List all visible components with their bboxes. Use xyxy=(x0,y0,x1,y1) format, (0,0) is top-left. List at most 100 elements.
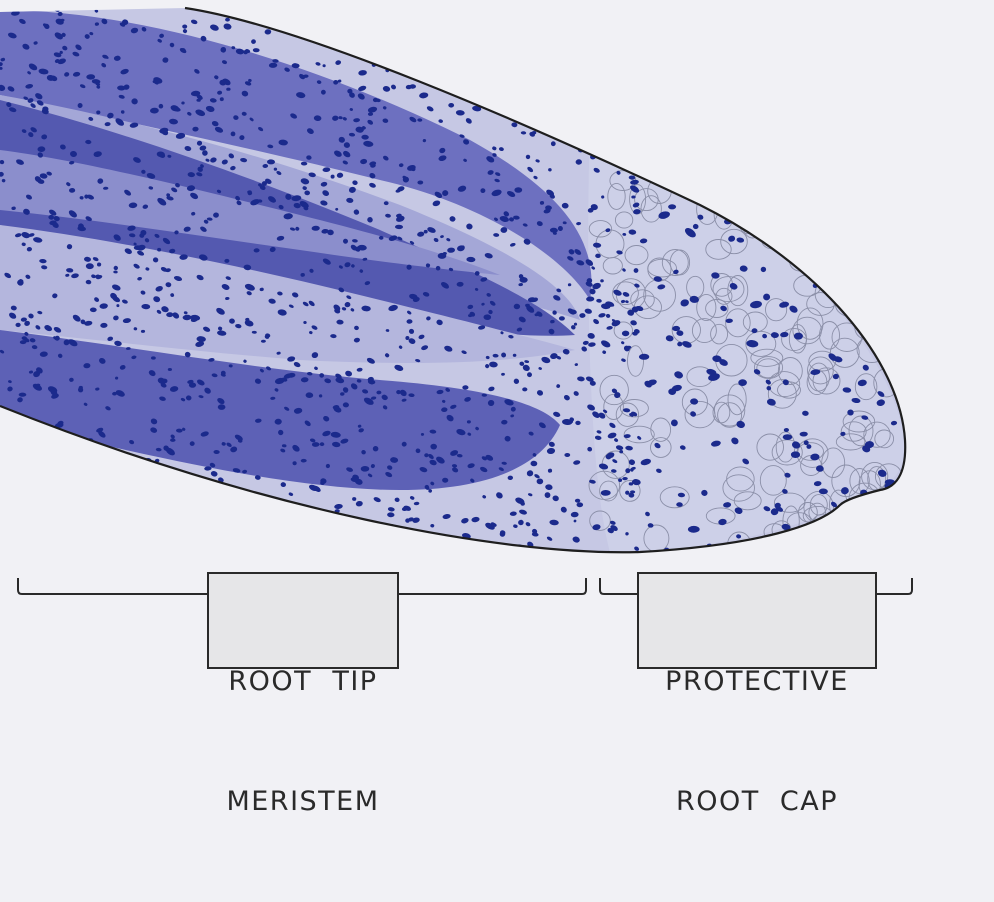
nucleus xyxy=(525,40,532,47)
nucleus xyxy=(100,460,109,467)
nucleus xyxy=(298,549,303,554)
nucleus xyxy=(535,122,539,126)
nucleus xyxy=(608,125,617,131)
meristem-label: ROOT TIP MERISTEM xyxy=(207,572,399,669)
nucleus xyxy=(846,255,852,261)
nucleus xyxy=(892,157,899,164)
nucleus xyxy=(308,0,316,7)
nucleus xyxy=(801,236,806,241)
nucleus xyxy=(364,23,371,30)
nucleus xyxy=(218,540,223,544)
nucleus xyxy=(545,29,554,37)
cap-cell xyxy=(815,214,836,241)
nucleus xyxy=(754,170,762,176)
nucleus xyxy=(635,25,642,31)
nucleus xyxy=(864,53,871,59)
nucleus xyxy=(805,128,811,133)
nucleus xyxy=(525,50,534,58)
cap-cell xyxy=(874,177,902,203)
nucleus xyxy=(233,554,244,565)
nucleus xyxy=(474,85,482,92)
nucleus xyxy=(799,71,812,82)
cap-cell xyxy=(853,208,874,239)
cap-cell xyxy=(835,292,867,317)
nucleus xyxy=(267,550,272,555)
diagram-canvas: ROOT TIP MERISTEM PROTECTIVE ROOT CAP xyxy=(0,0,994,676)
nucleus xyxy=(41,477,47,481)
nucleus xyxy=(738,379,747,386)
nucleus xyxy=(279,0,284,4)
nucleus xyxy=(587,36,592,40)
nucleus xyxy=(189,493,195,498)
nucleus xyxy=(859,512,870,522)
nucleus xyxy=(305,541,309,544)
nucleus xyxy=(15,506,21,511)
nucleus xyxy=(556,47,565,55)
nucleus xyxy=(391,0,400,4)
nucleus xyxy=(485,51,491,57)
nucleus xyxy=(741,49,750,54)
nucleus xyxy=(581,33,592,43)
nucleus xyxy=(139,488,149,496)
nucleus xyxy=(584,87,592,94)
nucleus xyxy=(416,25,422,30)
nucleus xyxy=(847,87,856,93)
cap-cell xyxy=(762,231,781,249)
nucleus xyxy=(885,336,894,344)
nucleus xyxy=(185,550,194,555)
nucleus xyxy=(457,86,465,94)
nucleus xyxy=(438,253,447,259)
nucleus xyxy=(442,13,447,17)
nucleus xyxy=(822,0,835,4)
nucleus xyxy=(450,8,458,13)
nucleus xyxy=(192,515,199,521)
nucleus xyxy=(796,149,806,157)
nucleus xyxy=(698,20,708,28)
nucleus xyxy=(3,511,9,517)
nucleus xyxy=(448,103,454,108)
cap-cell xyxy=(885,245,911,268)
cap-cell xyxy=(782,218,806,243)
nucleus xyxy=(430,70,435,75)
nucleus xyxy=(318,542,327,548)
nucleus xyxy=(3,509,12,516)
nucleus xyxy=(577,502,584,507)
nucleus xyxy=(380,57,386,63)
nucleus xyxy=(361,32,369,37)
nucleus xyxy=(892,193,901,201)
nucleus xyxy=(319,5,324,9)
nucleus xyxy=(519,61,523,65)
nucleus xyxy=(23,450,31,456)
nucleus xyxy=(848,68,855,74)
nucleus xyxy=(382,20,391,26)
nucleus xyxy=(717,545,728,552)
nucleus xyxy=(813,95,821,103)
nucleus xyxy=(87,466,96,473)
nucleus xyxy=(320,442,325,446)
nucleus xyxy=(113,464,121,469)
nucleus xyxy=(609,30,617,37)
nucleus xyxy=(436,15,444,22)
nucleus xyxy=(746,35,754,43)
nucleus xyxy=(61,528,72,536)
root-cap-label: PROTECTIVE ROOT CAP xyxy=(637,572,877,669)
nucleus xyxy=(583,41,591,48)
nucleus xyxy=(831,89,839,96)
nucleus xyxy=(544,37,549,41)
cap-cell xyxy=(790,253,810,271)
nucleus xyxy=(513,12,522,18)
nucleus xyxy=(881,504,889,511)
nucleus xyxy=(216,515,223,521)
nucleus xyxy=(29,524,34,529)
nucleus xyxy=(326,517,333,523)
nucleus xyxy=(445,58,452,63)
nucleus xyxy=(663,47,669,52)
cap-cell xyxy=(874,279,906,296)
nucleus xyxy=(689,39,696,46)
nucleus xyxy=(650,148,659,155)
nucleus xyxy=(814,8,825,18)
nucleus xyxy=(0,470,6,476)
nucleus xyxy=(512,43,518,48)
nucleus xyxy=(392,37,399,43)
nucleus xyxy=(19,479,25,485)
